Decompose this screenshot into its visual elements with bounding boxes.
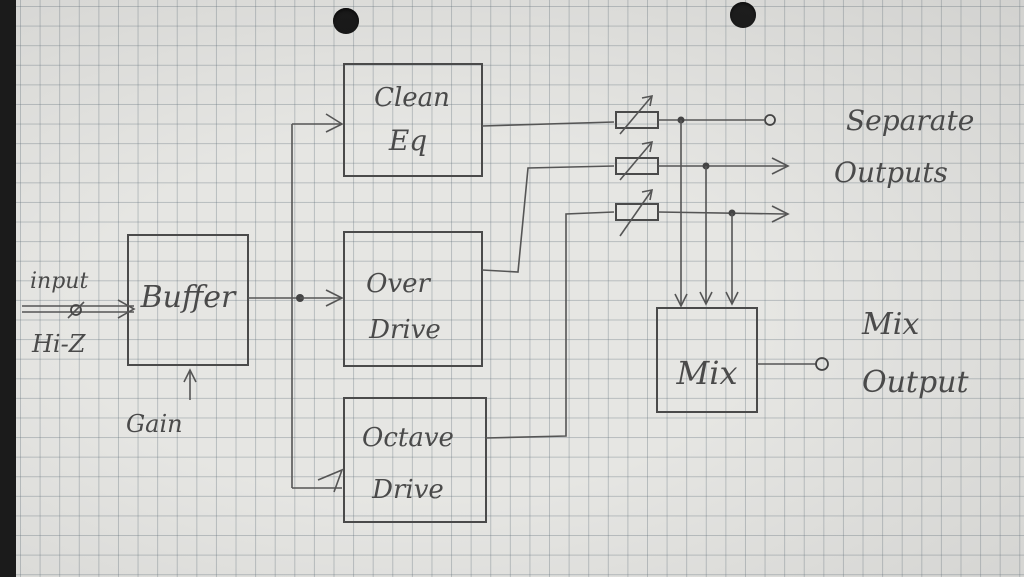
punch-hole-left	[333, 8, 359, 34]
pot-octave	[615, 188, 659, 237]
input-label: input	[30, 269, 88, 294]
hiz-label: Hi-Z	[31, 330, 87, 358]
drive-label-2: Drive	[371, 475, 444, 505]
block-output-wires	[481, 121, 615, 439]
gain-arrow	[183, 368, 197, 400]
buffer-block	[127, 234, 249, 366]
separate-output-wires	[657, 114, 790, 223]
mix-label: Mix	[675, 354, 737, 392]
eq-label: Eq	[388, 124, 427, 157]
outputs-label: Outputs	[834, 156, 948, 189]
mix-output-label-2: Output	[862, 365, 969, 400]
gain-label: Gain	[126, 410, 183, 438]
mix-output-wire	[757, 357, 829, 371]
input-wire	[22, 299, 136, 319]
split-bus	[291, 113, 344, 493]
octave-drive-block	[343, 397, 487, 523]
octave-label: Octave	[362, 423, 454, 453]
pot-overdrive	[615, 140, 659, 181]
separate-label: Separate	[846, 104, 974, 137]
drive-label-1: Drive	[368, 315, 441, 345]
overdrive-block	[343, 231, 483, 367]
mix-block	[656, 307, 758, 413]
mix-output-label-1: Mix	[861, 307, 919, 342]
clean-label: Clean	[374, 83, 450, 113]
mix-tap-wires	[674, 116, 739, 308]
buffer-label: Buffer	[140, 280, 237, 315]
clean-eq-block	[343, 63, 483, 177]
pot-clean	[615, 94, 659, 135]
punch-hole-right	[730, 2, 756, 28]
over-label: Over	[366, 269, 431, 299]
graph-paper	[16, 0, 1024, 577]
